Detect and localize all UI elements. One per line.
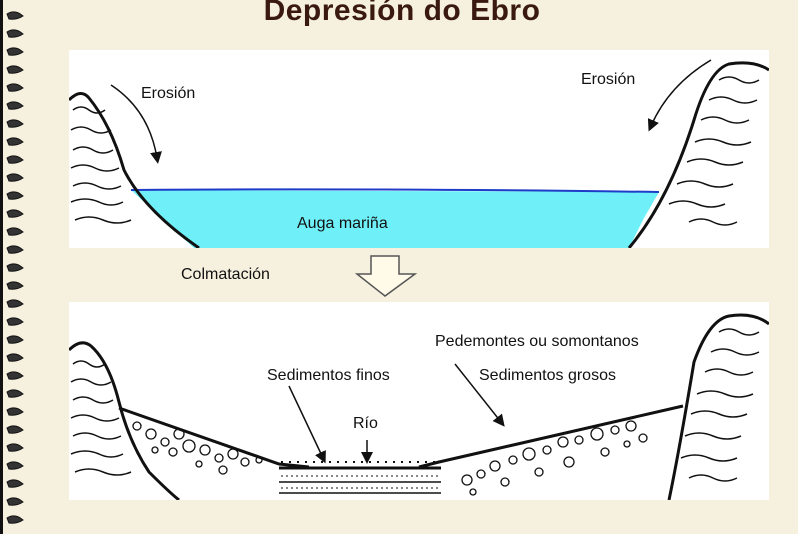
spiral-ring [6,353,24,362]
spiral-ring [6,11,24,20]
left-mountain [67,341,180,502]
left-strata [70,106,132,224]
spiral-ring [6,29,24,38]
right-mountain [667,313,770,501]
diagram-sediment-infill: Pedemontes ou somontanos Sedimentos fino… [67,302,770,502]
sedimentos-finos-label: Sedimentos finos [267,367,390,384]
left-strata [70,360,132,476]
coarse-sediments [132,420,648,496]
left-mountain [67,92,200,250]
left-pedemont-surface [118,406,310,469]
spiral-ring [6,227,24,236]
spiral-ring [6,137,24,146]
spiral-ring [6,245,24,254]
spiral-ring [6,407,24,416]
right-strata [668,76,760,226]
spiral-ring [6,209,24,218]
spiral-ring [6,119,24,128]
spiral-ring [6,101,24,110]
page-title: Depresión do Ebro [263,0,541,27]
spiral-ring [6,371,24,380]
erosion-right-label: Erosión [581,71,635,88]
spiral-ring [6,281,24,290]
spiral-ring [6,335,24,344]
erosion-left-label: Erosión [141,85,195,102]
spiral-ring [6,389,24,398]
spiral-ring [6,497,24,506]
spiral-binding [6,11,24,524]
pedemontes-label: Pedemontes ou somontanos [435,333,639,350]
spiral-ring [6,155,24,164]
colmatacion-label: Colmatación [181,266,270,283]
right-mountain [627,61,770,249]
spiral-ring [6,263,24,272]
sea-water-label: Auga mariña [297,215,388,232]
diagram-sea-basin: Erosión Erosión Auga mariña [67,50,770,250]
sedimentos-grosos-label: Sedimentos grosos [479,367,616,384]
spiral-ring [6,299,24,308]
erosion-right-arrow [647,59,712,132]
spiral-ring [6,479,24,488]
spiral-ring [6,83,24,92]
spiral-ring [6,443,24,452]
sea-water [131,190,659,248]
spiral-ring [6,173,24,182]
right-strata [680,328,760,482]
spiral-ring [6,47,24,56]
down-arrow-icon [355,255,418,297]
spiral-ring [6,515,24,524]
finos-pointer [288,385,326,464]
right-pedemont-surface [418,404,684,469]
spiral-ring [6,191,24,200]
grosos-pointer [454,363,505,427]
spiral-ring [6,425,24,434]
rio-label: Río [353,415,378,432]
spiral-ring [6,461,24,470]
fine-sediments [279,461,441,494]
spiral-ring [6,65,24,74]
erosion-left-arrow [110,84,162,164]
water-surface-line [130,188,660,193]
spiral-ring [6,317,24,326]
